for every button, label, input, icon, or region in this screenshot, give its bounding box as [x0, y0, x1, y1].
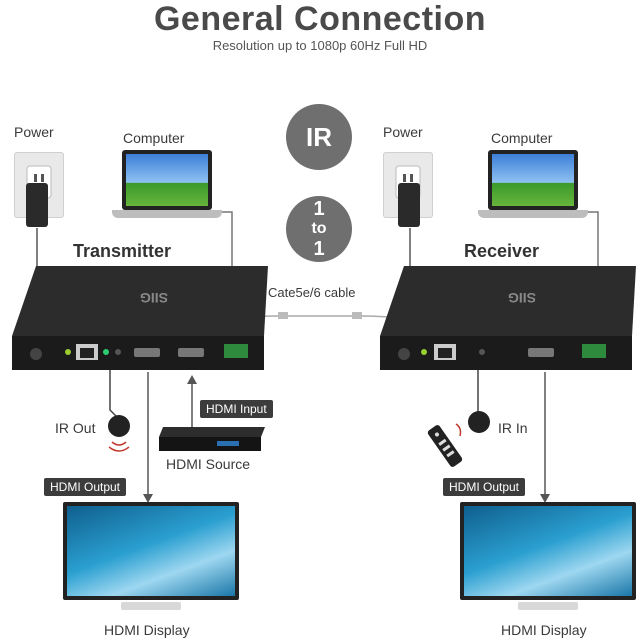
- ir-out-label: IR Out: [55, 420, 96, 436]
- page-title: General Connection: [153, 0, 487, 38]
- badge-one-bottom: 1: [313, 238, 325, 260]
- rx-hdmi-display-icon: [460, 502, 636, 610]
- tx-display-label: HDMI Display: [104, 622, 190, 638]
- tx-power-adapter-icon: [26, 183, 48, 227]
- ir-receiver-icon: [466, 408, 492, 441]
- tx-computer-label: Computer: [123, 130, 185, 146]
- tx-ir-cable: [109, 360, 119, 419]
- hdmi-source-label: HDMI Source: [166, 456, 251, 472]
- hdmi-input-tag: HDMI Input: [200, 400, 273, 418]
- rx-laptop-icon: [478, 150, 588, 218]
- ir-badge: IR: [286, 104, 352, 170]
- remote-control-icon: [420, 420, 470, 477]
- rx-hdmi-output-tag: HDMI Output: [443, 478, 526, 496]
- transmitter-device: SIIG: [6, 266, 268, 376]
- ir-in-label: IR In: [498, 420, 528, 436]
- cat-plug-right: [352, 312, 362, 319]
- rx-power-label: Power: [383, 124, 423, 140]
- hdmi-source-device-icon: [157, 427, 265, 458]
- rx-display-label: HDMI Display: [501, 622, 587, 638]
- badge-to: to: [311, 220, 327, 237]
- one-to-one-badge: 1 to 1: [286, 196, 352, 262]
- badge-one-top: 1: [313, 198, 325, 220]
- page-subtitle: Resolution up to 1080p 60Hz Full HD: [212, 38, 428, 53]
- tx-laptop-icon: [112, 150, 222, 218]
- rx-brand-logo: SIIG: [508, 290, 537, 306]
- cable-label: Cate5e/6 cable: [268, 285, 356, 300]
- tx-hdmi-display-icon: [63, 502, 239, 610]
- receiver-device: SIIG: [374, 266, 636, 376]
- rx-computer-label: Computer: [491, 130, 553, 146]
- receiver-title: Receiver: [464, 241, 540, 261]
- transmitter-title: Transmitter: [73, 241, 172, 261]
- rx-power-adapter-icon: [398, 183, 420, 227]
- tx-power-label: Power: [14, 124, 54, 140]
- tx-brand-logo: SIIG: [140, 290, 169, 306]
- cat-plug-left: [278, 312, 288, 319]
- tx-hdmi-output-tag: HDMI Output: [44, 478, 127, 496]
- ir-emitter-icon: [106, 410, 136, 461]
